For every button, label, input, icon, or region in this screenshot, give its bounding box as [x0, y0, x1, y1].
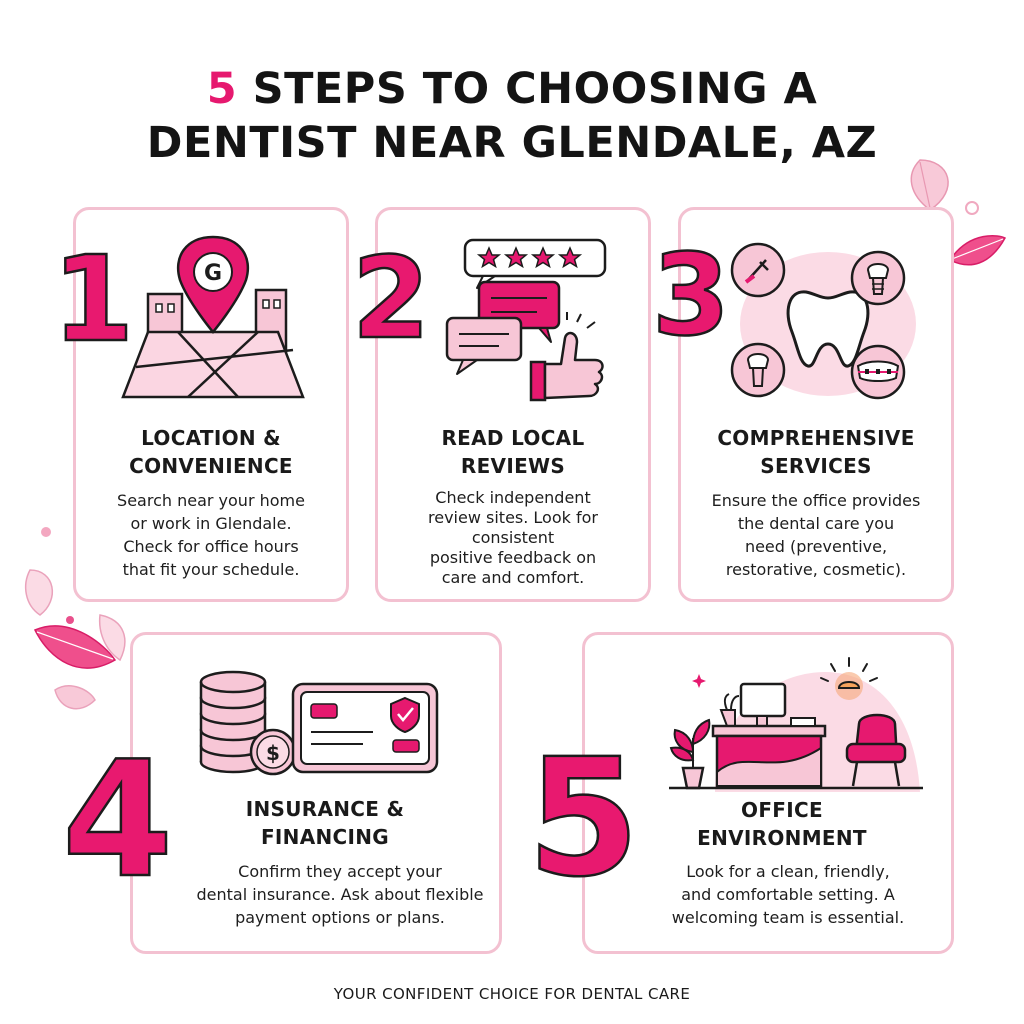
step-desc-3-line-2: the dental care you — [737, 514, 895, 533]
leaf-decoration-left — [24, 527, 126, 710]
step-title-5-line-2: ENVIRONMENT — [697, 826, 867, 850]
step-desc-2: Check independent review sites. Look for… — [375, 488, 651, 588]
step-desc-5-line-1: Look for a clean, friendly, — [686, 862, 890, 881]
step-desc-1-line-4: that fit your schedule. — [122, 560, 300, 579]
title-line-2: DENTIST NEAR GLENDALE, AZ — [146, 118, 878, 168]
step-title-3: COMPREHENSIVE SERVICES — [678, 424, 954, 480]
step-desc-5-line-3: welcoming team is essential. — [671, 908, 905, 927]
step-desc-1-line-3: Check for office hours — [123, 537, 299, 556]
title-line-1: 5 STEPS TO CHOOSING A — [0, 62, 1024, 116]
office-reception-icon — [669, 657, 923, 792]
insurance-card-icon: $ — [199, 670, 439, 776]
leaf-decoration-top-right — [910, 159, 1007, 266]
step-title-1-line-1: LOCATION & — [141, 426, 281, 450]
step-desc-2-line-2: review sites. Look for — [428, 508, 598, 527]
step-number-5: 5 — [526, 725, 641, 913]
step-desc-4-line-1: Confirm they accept your — [238, 862, 442, 881]
step-desc-4-line-3: payment options or plans. — [235, 908, 445, 927]
step-desc-5: Look for a clean, friendly, and comforta… — [642, 860, 934, 929]
step-title-4-line-2: FINANCING — [260, 825, 390, 849]
step-desc-2-line-1: Check independent — [435, 488, 591, 507]
title-number: 5 — [206, 64, 238, 114]
step-desc-2-line-5: care and comfort. — [441, 568, 585, 587]
reviews-icon — [445, 238, 607, 402]
step-desc-3-line-4: restorative, cosmetic). — [725, 560, 907, 579]
tooth-services-icon — [730, 242, 916, 400]
step-number-4: 4 — [61, 726, 175, 913]
step-title-2: READ LOCAL REVIEWS — [375, 424, 651, 480]
step-title-4-line-1: INSURANCE & — [245, 797, 405, 821]
step-title-1-line-2: CONVENIENCE — [129, 454, 293, 478]
map-pin-icon: G — [121, 235, 305, 399]
step-desc-1-line-1: Search near your home — [117, 491, 305, 510]
step-title-2-line-2: REVIEWS — [460, 454, 566, 478]
step-title-1: LOCATION & CONVENIENCE — [73, 424, 349, 480]
step-title-3-line-1: COMPREHENSIVE — [717, 426, 915, 450]
step-title-5: OFFICE ENVIRONMENT — [662, 796, 902, 852]
svg-text:$: $ — [266, 741, 280, 765]
pin-letter: G — [204, 261, 222, 286]
step-desc-3-line-1: Ensure the office provides — [711, 491, 921, 510]
step-desc-4: Confirm they accept your dental insuranc… — [190, 860, 490, 929]
step-title-5-line-1: OFFICE — [741, 798, 823, 822]
step-desc-3: Ensure the office provides the dental ca… — [678, 489, 954, 581]
step-desc-2-line-4: positive feedback on — [429, 548, 597, 567]
step-number-1: 1 — [51, 230, 136, 368]
step-desc-5-line-2: and comfortable setting. A — [681, 885, 895, 904]
step-number-2: 2 — [351, 234, 431, 364]
footer-tagline: YOUR CONFIDENT CHOICE FOR DENTAL CARE — [333, 985, 691, 1003]
step-desc-1-line-2: or work in Glendale. — [130, 514, 292, 533]
step-number-3: 3 — [651, 231, 731, 361]
step-desc-2-line-3: consistent — [471, 528, 555, 547]
step-desc-1: Search near your home or work in Glendal… — [73, 489, 349, 581]
step-title-4: INSURANCE & FINANCING — [225, 795, 425, 851]
page-title: 5 STEPS TO CHOOSING A DENTIST NEAR GLEND… — [0, 62, 1024, 170]
step-desc-3-line-3: need (preventive, — [744, 537, 888, 556]
title-line-1-text: STEPS TO CHOOSING A — [252, 64, 818, 114]
step-title-3-line-2: SERVICES — [760, 454, 872, 478]
step-desc-4-line-2: dental insurance. Ask about flexible — [196, 885, 484, 904]
step-title-2-line-1: READ LOCAL — [441, 426, 585, 450]
